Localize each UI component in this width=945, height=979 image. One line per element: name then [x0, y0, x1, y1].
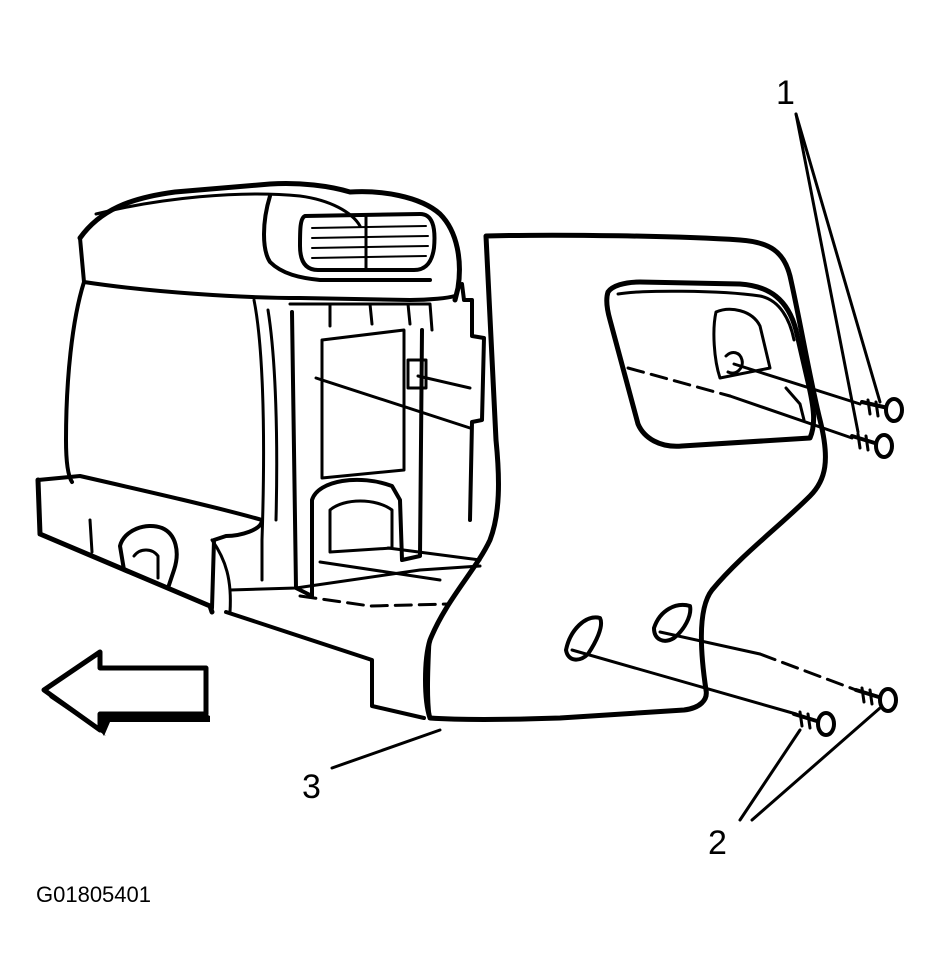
figure-id-label: G01805401 [36, 882, 151, 907]
front-lower-shelf [35, 474, 264, 615]
rear-air-vent [298, 212, 437, 272]
screws-upper [850, 397, 904, 459]
console-assembly [35, 180, 486, 720]
lower-hole-1 [564, 615, 603, 662]
screw-lower-a [854, 686, 898, 713]
screws-lower [792, 686, 898, 737]
screw-upper-b [850, 432, 894, 459]
alignment-lines [298, 362, 862, 716]
console-side-trim-panel [423, 232, 828, 722]
screw-lower-b [792, 710, 836, 737]
screw-upper-a [860, 397, 904, 423]
callout-1: 1 [776, 74, 795, 112]
callout-3: 3 [302, 768, 321, 806]
arrow-left-icon [41, 649, 210, 736]
mounting-bracket [288, 302, 434, 598]
callout-leaders [330, 112, 882, 822]
panel-upper-opening [604, 279, 817, 449]
callout-2: 2 [708, 824, 727, 862]
lower-hole-2 [652, 603, 693, 643]
